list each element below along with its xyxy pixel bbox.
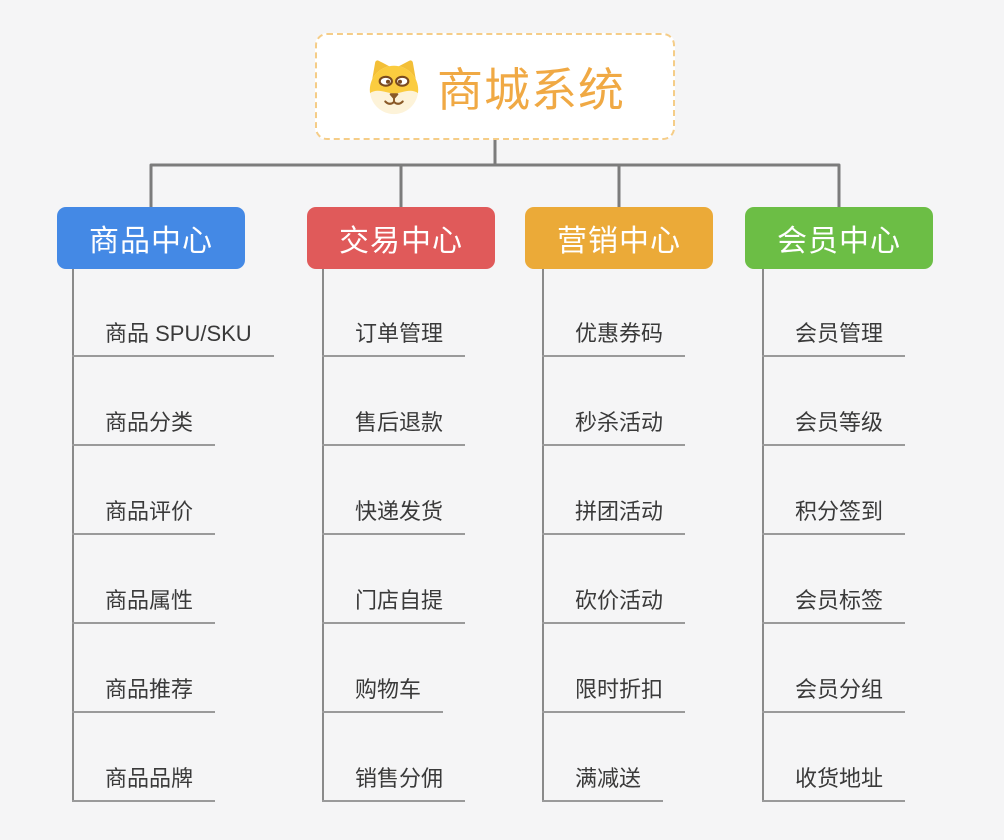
leaf-node-product-attribute[interactable]: 商品属性	[72, 578, 216, 624]
branch-node-label: 会员中心	[777, 225, 901, 258]
branch-node-trade-center[interactable]: 交易中心	[307, 207, 495, 269]
leaf-node-label: 优惠券码	[575, 321, 664, 346]
leaf-node-bargain-activity[interactable]: 砍价活动	[542, 578, 686, 624]
leaf-node-label: 积分签到	[795, 499, 884, 524]
leaf-node-label: 商品推荐	[105, 677, 194, 702]
leaf-node-label: 门店自提	[355, 588, 444, 613]
leaf-node-label: 拼团活动	[575, 499, 664, 524]
leaf-node-label: 售后退款	[355, 410, 444, 435]
branch-node-label: 交易中心	[339, 225, 463, 258]
leaf-node-product-category[interactable]: 商品分类	[72, 400, 216, 446]
leaf-node-group-buy[interactable]: 拼团活动	[542, 489, 686, 535]
leaf-node-express-shipping[interactable]: 快递发货	[322, 489, 466, 535]
leaf-node-shopping-cart[interactable]: 购物车	[322, 667, 444, 713]
leaf-node-label: 销售分佣	[355, 766, 444, 791]
leaf-node-limited-time-discount[interactable]: 限时折扣	[542, 667, 686, 713]
leaf-node-points-checkin[interactable]: 积分签到	[762, 489, 906, 535]
leaf-node-product-brand[interactable]: 商品品牌	[72, 756, 216, 802]
leaf-node-label: 快递发货	[355, 499, 444, 524]
leaf-node-label: 限时折扣	[575, 677, 664, 702]
leaf-node-label: 商品评价	[105, 499, 194, 524]
leaf-node-label: 商品品牌	[105, 766, 194, 791]
leaf-node-shipping-address[interactable]: 收货地址	[762, 756, 906, 802]
leaf-node-label: 满减送	[575, 766, 642, 791]
leaf-node-label: 秒杀活动	[575, 410, 664, 435]
root-node[interactable]: 商城系统	[315, 33, 675, 140]
leaf-node-product-spu-sku[interactable]: 商品 SPU/SKU	[72, 311, 274, 357]
leaf-node-label: 商品属性	[105, 588, 194, 613]
leaf-node-member-level[interactable]: 会员等级	[762, 400, 906, 446]
leaf-node-product-recommend[interactable]: 商品推荐	[72, 667, 216, 713]
leaf-node-member-group[interactable]: 会员分组	[762, 667, 906, 713]
leaf-node-product-review[interactable]: 商品评价	[72, 489, 216, 535]
leaf-node-label: 商品 SPU/SKU	[105, 321, 252, 346]
leaf-node-label: 购物车	[355, 677, 422, 702]
leaf-node-label: 砍价活动	[575, 588, 664, 613]
leaf-node-store-pickup[interactable]: 门店自提	[322, 578, 466, 624]
branch-node-member-center[interactable]: 会员中心	[745, 207, 933, 269]
leaf-node-label: 收货地址	[795, 766, 884, 791]
branch-node-marketing-center[interactable]: 营销中心	[525, 207, 713, 269]
leaf-node-sales-commission[interactable]: 销售分佣	[322, 756, 466, 802]
leaf-node-aftersale-refund[interactable]: 售后退款	[322, 400, 466, 446]
leaf-node-label: 会员分组	[795, 677, 884, 702]
leaf-node-member-management[interactable]: 会员管理	[762, 311, 906, 357]
leaf-node-flash-sale[interactable]: 秒杀活动	[542, 400, 686, 446]
branch-node-label: 营销中心	[557, 225, 681, 258]
leaf-node-label: 会员等级	[795, 410, 884, 435]
leaf-node-label: 商品分类	[105, 410, 194, 435]
leaf-node-spend-and-save[interactable]: 满减送	[542, 756, 664, 802]
root-node-label: 商城系统	[437, 63, 625, 116]
leaf-node-label: 订单管理	[355, 321, 444, 346]
leaf-node-label: 会员管理	[795, 321, 884, 346]
leaf-node-order-management[interactable]: 订单管理	[322, 311, 466, 357]
dog-face-icon	[369, 59, 419, 114]
branch-node-product-center[interactable]: 商品中心	[57, 207, 245, 269]
leaf-node-label: 会员标签	[795, 588, 884, 613]
branch-node-label: 商品中心	[89, 225, 213, 258]
leaf-node-member-tag[interactable]: 会员标签	[762, 578, 906, 624]
leaf-node-coupon-code[interactable]: 优惠券码	[542, 311, 686, 357]
